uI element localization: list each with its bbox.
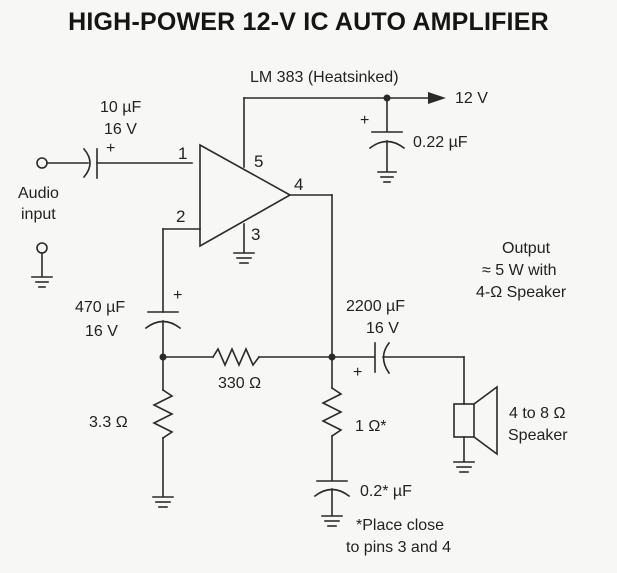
speaker-label-2: Speaker <box>508 427 568 444</box>
pin-2-label: 2 <box>176 207 185 226</box>
diagram-title: HIGH-POWER 12-V IC AUTO AMPLIFIER <box>68 8 549 36</box>
input-capacitor <box>82 147 193 179</box>
speaker-label-1: 4 to 8 Ω <box>509 405 565 422</box>
output-capacitor <box>374 341 465 405</box>
footnote-line-1: *Place close <box>356 517 444 534</box>
feedback-cap-value: 470 µF <box>75 299 125 316</box>
output-note-2: ≈ 5 W with <box>482 262 557 279</box>
resistor-330-label: 330 Ω <box>218 375 261 392</box>
pin-3-label: 3 <box>251 225 260 244</box>
input-cap-polarity: + <box>106 140 115 157</box>
pin-1-label: 1 <box>178 144 187 163</box>
pin3-ground <box>233 223 255 264</box>
audio-input-label-2: input <box>21 206 56 223</box>
supply-cap-value: 0.22 µF <box>413 134 468 151</box>
supply-wire <box>243 92 446 168</box>
speaker-icon <box>453 385 498 473</box>
feedback-cap-polarity: + <box>173 287 182 304</box>
audio-input-terminal <box>36 157 89 169</box>
zobel-capacitor-label: 0.2* µF <box>360 483 412 500</box>
output-note-3: 4-Ω Speaker <box>476 284 567 301</box>
ic-label: LM 383 (Heatsinked) <box>250 69 399 86</box>
output-cap-voltage: 16 V <box>366 320 399 337</box>
output-cap-value: 2200 µF <box>346 298 405 315</box>
pin-4-label: 4 <box>294 175 303 194</box>
footnote-line-2: to pins 3 and 4 <box>346 539 451 556</box>
resistor-3-3 <box>152 356 174 508</box>
output-wire <box>289 194 375 361</box>
input-cap-voltage: 16 V <box>104 121 137 138</box>
resistor-3-3-label: 3.3 Ω <box>89 414 128 431</box>
supply-cap-polarity: + <box>360 112 369 129</box>
output-cap-polarity: + <box>353 364 362 381</box>
feedback-cap-voltage: 16 V <box>85 323 118 340</box>
feedback-wire <box>162 228 201 313</box>
resistor-330 <box>162 347 333 367</box>
pin-5-label: 5 <box>254 152 263 171</box>
supply-bypass-capacitor <box>368 97 406 183</box>
output-note-1: Output <box>502 240 551 257</box>
zobel-resistor <box>321 356 343 481</box>
input-cap-value: 10 µF <box>100 99 141 116</box>
zobel-capacitor <box>313 480 351 527</box>
feedback-capacitor <box>144 311 182 361</box>
audio-input-label-1: Audio <box>18 185 59 202</box>
supply-voltage-label: 12 V <box>455 90 488 107</box>
zobel-resistor-label: 1 Ω* <box>355 418 387 435</box>
input-ground-terminal <box>31 242 53 288</box>
ic-lm383-triangle <box>199 143 292 248</box>
